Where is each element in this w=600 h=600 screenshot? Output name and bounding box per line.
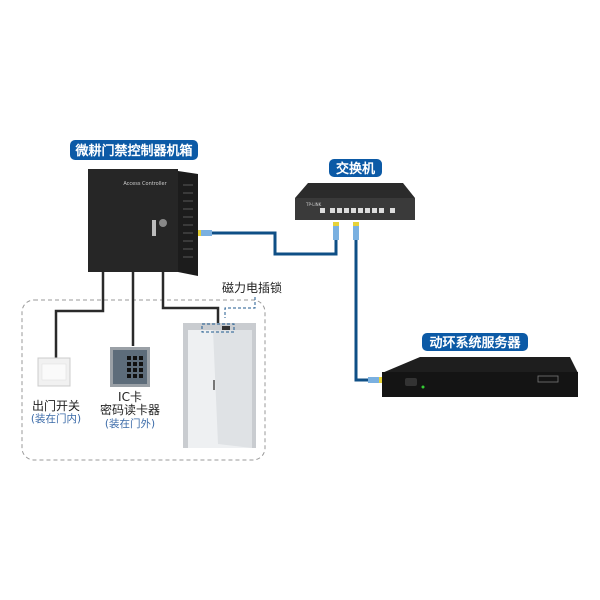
- reader-label-line2: 密码读卡器: [100, 402, 160, 417]
- server-tag: [422, 333, 528, 351]
- controller-label: 微耕门禁控制器机箱: [74, 143, 192, 159]
- magnetic-lock: [201, 323, 235, 333]
- switch-tag: [329, 159, 382, 177]
- control-wires: [54, 272, 220, 358]
- server-rack: [382, 357, 578, 397]
- lock-label: 磁力电插锁: [222, 280, 282, 295]
- door: [183, 323, 256, 448]
- switch-brand: TP-LINK: [305, 202, 322, 207]
- lock-pointer: [224, 297, 256, 318]
- controller-box: Access Controller: [88, 169, 198, 276]
- exit-button-device: [37, 357, 71, 387]
- exit-button-note: (装在门内): [31, 412, 81, 425]
- controller-tag: [70, 140, 198, 160]
- switch-label: 交换机: [336, 161, 375, 177]
- exit-button-label: 出门开关: [32, 398, 80, 413]
- server-label: 动环系统服务器: [429, 335, 521, 351]
- reader-note: (装在门外): [105, 417, 155, 430]
- network-switch: TP-LINK: [295, 183, 415, 220]
- network-cables: [212, 231, 372, 382]
- controller-text: Access Controller: [123, 181, 167, 187]
- reader-label-line1: IC卡: [118, 390, 142, 404]
- key-icon: [152, 220, 156, 236]
- rj45-connectors: [198, 222, 382, 383]
- card-reader-keypad: [110, 347, 150, 387]
